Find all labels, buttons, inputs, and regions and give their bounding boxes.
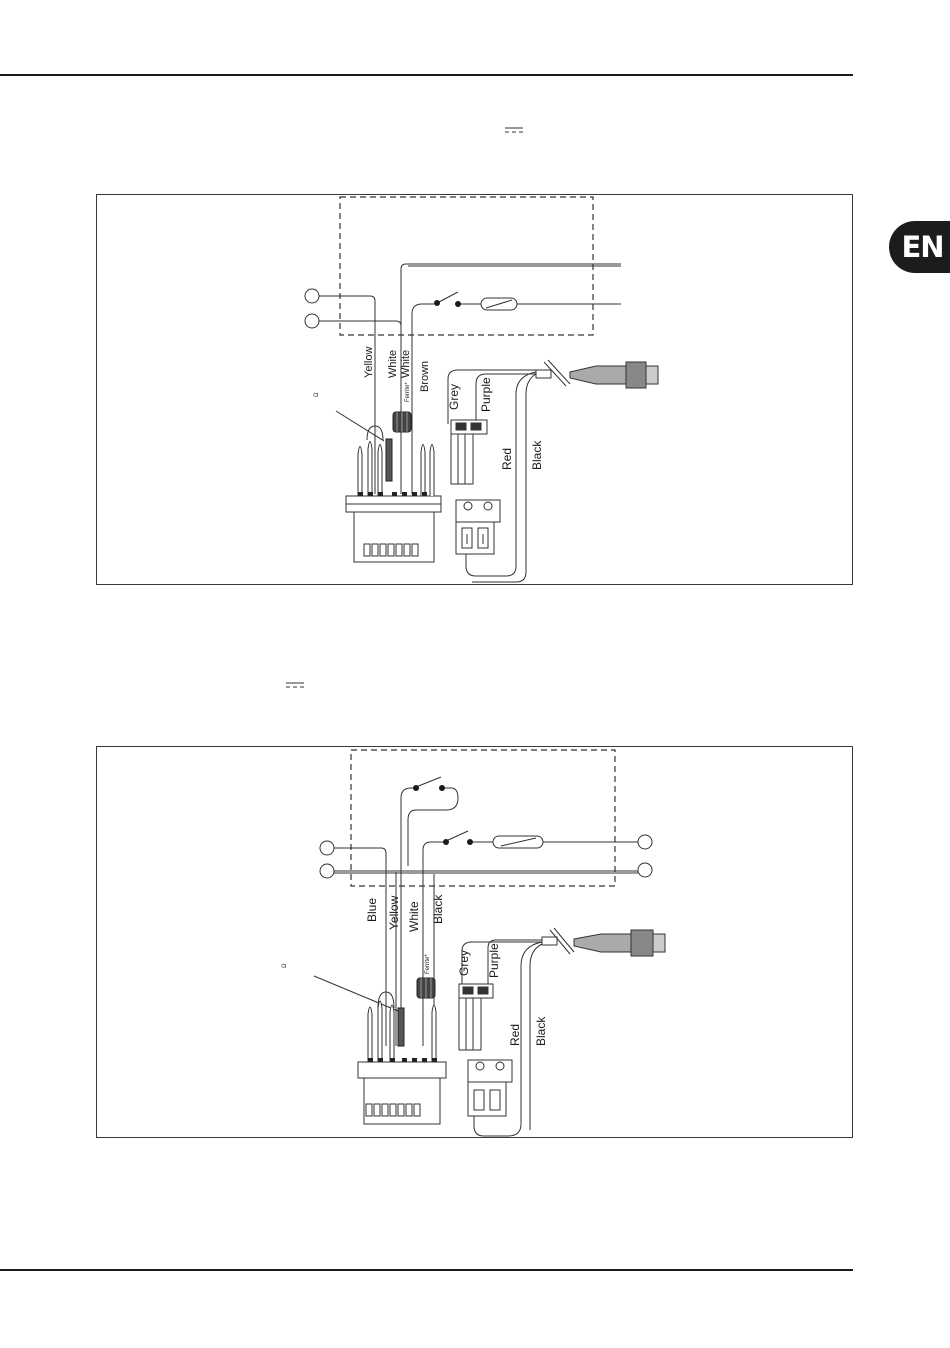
- plug-tip: [653, 934, 665, 952]
- termination-resistor-icon: [386, 439, 392, 481]
- language-tab[interactable]: EN: [889, 221, 950, 273]
- wire-label-black: Black: [431, 894, 445, 924]
- termination-resistor-icon: [398, 1008, 404, 1046]
- power-terminal-connector: [456, 500, 500, 554]
- ferrite-label: Ferrite*: [405, 382, 411, 402]
- terminal-icon: [305, 289, 319, 303]
- wire-label-blue: Blue: [365, 898, 379, 922]
- wire-label-white: White: [400, 350, 412, 378]
- cable-sleeve: [536, 370, 551, 378]
- wire-label-red: Red: [500, 448, 514, 470]
- wire-label-white: White: [387, 350, 399, 378]
- dc-symbol-icon: [286, 681, 304, 689]
- top-rule: [0, 74, 853, 76]
- terminal-icon: [638, 835, 652, 849]
- plug-nut: [631, 930, 653, 956]
- terminal-block: [346, 442, 441, 563]
- wiring-diagram-1: Yellow White White Ferrite* Brown Grey P…: [96, 194, 854, 585]
- ohm-symbol: Ω: [282, 963, 288, 968]
- cable-sleeve: [542, 937, 557, 945]
- device-enclosure: [351, 750, 615, 886]
- terminal-icon: [305, 314, 319, 328]
- wire-label-grey: Grey: [447, 384, 461, 410]
- wire-label-black: Black: [534, 1016, 548, 1046]
- wire-label-brown: Brown: [419, 361, 431, 392]
- ohm-symbol: Ω: [314, 392, 320, 397]
- wire-label-yellow: Yellow: [387, 895, 401, 930]
- bottom-rule: [0, 1269, 853, 1271]
- plug-nut: [626, 362, 646, 388]
- terminal-icon: [320, 841, 334, 855]
- wire-label-grey: Grey: [457, 950, 471, 976]
- wire-label-purple: Purple: [479, 377, 493, 412]
- plug-tip: [646, 366, 658, 384]
- ferrite-label: Ferrite*: [425, 954, 431, 974]
- terminal-icon: [638, 863, 652, 877]
- two-pin-connector: [459, 984, 493, 1050]
- wire-label-yellow: Yellow: [363, 347, 375, 378]
- wire-label-white: White: [407, 901, 421, 932]
- ferrite-core-icon: [393, 412, 411, 432]
- dc-symbol-icon: [505, 126, 523, 134]
- wire-label-purple: Purple: [487, 943, 501, 978]
- power-terminal-connector: [468, 1060, 512, 1116]
- ferrite-core-icon: [417, 978, 435, 998]
- wire-label-black: Black: [530, 440, 544, 470]
- wiring-diagram-2: Blue Yellow White Black Ferrite* Grey Pu…: [96, 746, 854, 1138]
- terminal-icon: [320, 864, 334, 878]
- two-pin-connector: [451, 420, 487, 484]
- wire-label-red: Red: [508, 1024, 522, 1046]
